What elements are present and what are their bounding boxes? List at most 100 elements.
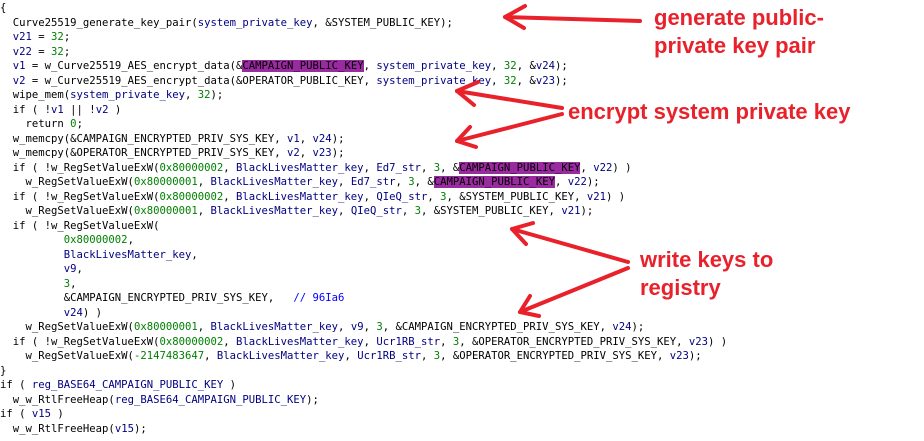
code-token[interactable]: , &SYSTEM_PUBLIC_KEY, (446, 190, 587, 203)
code-token[interactable]: if ( !w_RegSetValueExW( (0, 335, 160, 348)
code-token[interactable]: BlackLivesMatter_key (236, 190, 364, 203)
code-token[interactable]: , (197, 205, 211, 217)
code-token[interactable]: 3 (63, 277, 71, 290)
code-token[interactable]: Ucr1RB_str (376, 335, 441, 348)
code-token[interactable]: w_memcpy(&CAMPAIGN_ENCRYPTED_PRIV_SYS_KE… (0, 132, 288, 145)
code-token[interactable]: , (191, 248, 198, 261)
code-token[interactable]: BlackLivesMatter_key (210, 321, 339, 333)
code-token[interactable]: = (31, 31, 52, 43)
code-token[interactable]: ); (331, 132, 345, 145)
code-token[interactable]: , (344, 350, 358, 362)
code-token[interactable]: v2 (287, 147, 300, 159)
code-token[interactable]: ); (586, 176, 600, 188)
code-token[interactable]: v23 (312, 147, 332, 159)
code-token[interactable]: , (491, 74, 504, 87)
code-token[interactable]: v9 (63, 263, 77, 275)
highlighted-token[interactable]: CAMPAIGN_PUBLIC_KEY (459, 161, 581, 174)
code-token[interactable]: v24 (612, 321, 632, 333)
code-token[interactable]: , & (414, 176, 434, 188)
code-token[interactable]: v24 (312, 132, 332, 145)
code-token[interactable] (0, 60, 13, 72)
code-token[interactable]: v23 (535, 74, 555, 87)
code-token[interactable]: , (184, 89, 198, 101)
code-token[interactable]: v15 (114, 422, 134, 435)
code-token[interactable]: = (31, 45, 52, 58)
code-token[interactable]: , (363, 335, 377, 348)
code-token[interactable]: , (299, 147, 313, 159)
code-token[interactable]: ) (108, 103, 122, 116)
code-token[interactable]: 0x80000001 (133, 205, 198, 217)
code-token[interactable]: ); (554, 74, 568, 87)
code-token[interactable]: BlackLivesMatter_key (216, 350, 345, 362)
code-token[interactable]: // 96Ia6 (293, 292, 345, 304)
code-token[interactable]: v21 (12, 31, 32, 43)
code-token[interactable]: 3 (414, 205, 421, 217)
code-token[interactable]: QIeQ_str (350, 205, 402, 217)
code-token[interactable]: || ! (63, 103, 96, 116)
code-token[interactable]: ); (554, 60, 568, 72)
code-token[interactable]: , (127, 234, 134, 246)
code-token[interactable]: , &SYSTEM_PUBLIC_KEY, (421, 205, 562, 217)
code-token[interactable]: system_private_key (376, 74, 492, 87)
code-token[interactable]: , (395, 176, 409, 188)
code-token[interactable]: 0x80000001 (133, 176, 198, 188)
code-token[interactable]: v1 (12, 60, 26, 72)
code-token[interactable]: , (204, 350, 217, 362)
code-token[interactable]: { (0, 2, 7, 14)
code-token[interactable]: , (420, 161, 434, 174)
code-token[interactable]: v1 (51, 103, 64, 116)
code-token[interactable]: Ed7_str (350, 176, 396, 188)
code-token[interactable]: , (76, 263, 83, 275)
code-token[interactable]: , (427, 190, 441, 203)
code-token[interactable]: ; (63, 31, 71, 43)
code-token[interactable]: reg_BASE64_CAMPAIGN_PUBLIC_KEY (114, 393, 307, 406)
code-token[interactable]: , & (440, 161, 460, 174)
code-token[interactable] (0, 234, 64, 246)
code-token[interactable]: , &OPERATOR_ENCRYPTED_PRIV_SYS_KEY, (440, 350, 670, 362)
code-token[interactable]: ); (306, 393, 319, 406)
code-token[interactable]: 32 (197, 89, 211, 101)
code-token[interactable] (0, 263, 64, 275)
code-token[interactable]: w_w_RtlFreeHeap( (0, 393, 115, 406)
code-token[interactable] (0, 75, 13, 87)
code-token[interactable]: 3 (433, 350, 441, 362)
code-token[interactable]: ); (688, 350, 702, 362)
code-token[interactable]: , (580, 161, 594, 174)
code-token[interactable]: ); (133, 422, 147, 435)
code-token[interactable]: ); (580, 205, 594, 217)
code-token[interactable]: reg_BASE64_CAMPAIGN_PUBLIC_KEY (31, 379, 224, 391)
code-token[interactable]: ); (210, 89, 224, 101)
code-token[interactable]: v23 (688, 335, 709, 348)
code-token[interactable]: = w_Curve25519_AES_encrypt_data(&OPERATO… (25, 74, 377, 87)
code-token[interactable]: v23 (669, 350, 689, 362)
code-token[interactable]: w_RegSetValueExW( (0, 350, 134, 362)
code-token[interactable]: , (223, 190, 236, 203)
code-token[interactable]: v22 (567, 176, 587, 188)
code-token[interactable]: v24 (535, 60, 555, 72)
code-token[interactable]: BlackLivesMatter_key (210, 176, 339, 188)
code-token[interactable]: 0x80000001 (133, 321, 198, 333)
code-token[interactable]: , (363, 161, 377, 174)
code-token[interactable]: , (401, 205, 415, 217)
code-token[interactable]: = w_Curve25519_AES_encrypt_data(& (25, 60, 243, 72)
code-token[interactable]: -2147483647 (133, 350, 205, 362)
code-token[interactable]: w_RegSetValueExW( (0, 321, 134, 333)
code-token[interactable]: 0x80000002 (63, 234, 128, 246)
code-token[interactable]: BlackLivesMatter_key (236, 161, 364, 174)
code-token[interactable]: system_private_key (376, 60, 492, 72)
code-token[interactable]: ) ) (605, 190, 626, 203)
code-token[interactable]: , (440, 335, 453, 348)
code-token[interactable]: 3 (440, 190, 447, 203)
code-token[interactable]: v22 (12, 45, 32, 58)
code-token[interactable]: 0 (70, 118, 77, 130)
code-token[interactable]: ) ) (708, 335, 728, 348)
code-token[interactable] (0, 249, 64, 261)
code-token[interactable]: ) (51, 408, 64, 420)
code-token[interactable]: , &SYSTEM_PUBLIC_KEY); (312, 16, 453, 29)
code-token[interactable]: v9 (350, 321, 364, 333)
code-token[interactable]: , (420, 350, 434, 362)
code-token[interactable]: system_private_key (70, 89, 185, 101)
code-token[interactable]: QIeQ_str (376, 190, 428, 203)
highlighted-token[interactable]: CAMPAIGN_PUBLIC_KEY (242, 60, 364, 72)
code-token[interactable]: ); (331, 147, 345, 159)
